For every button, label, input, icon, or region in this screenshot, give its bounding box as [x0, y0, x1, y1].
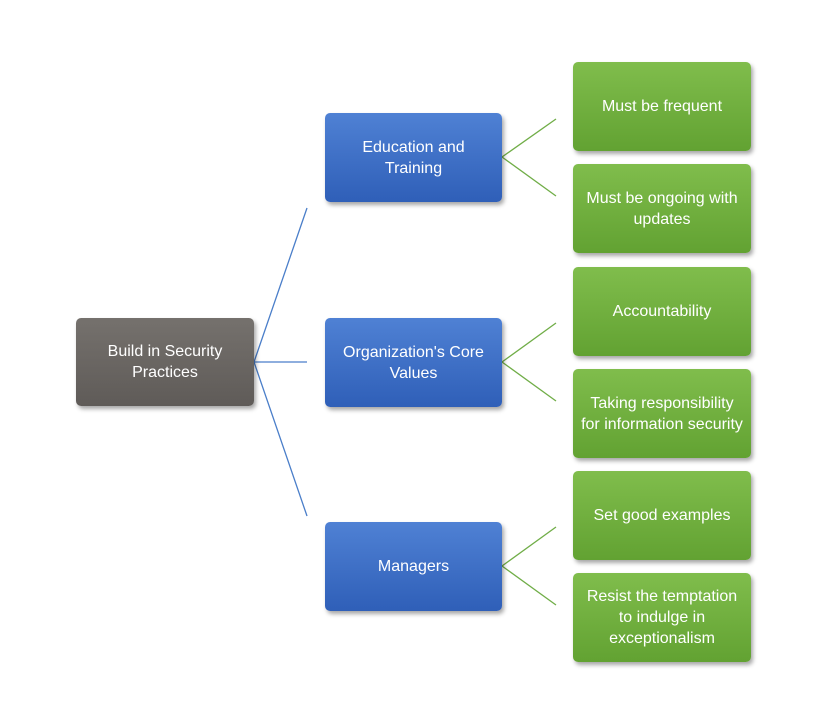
leaf-node-must-be-frequent: Must be frequent — [573, 62, 751, 151]
leaf-node-label: Must be frequent — [601, 98, 723, 115]
connector-root-to-education — [253, 207, 308, 363]
connector-root-to-managers — [253, 361, 308, 517]
branch-node-core-values: Organization's Core Values — [325, 318, 502, 407]
leaf-node-accountability: Accountability — [573, 267, 751, 356]
connector-education-to-frequent — [501, 118, 557, 158]
root-node-label: Build in Security Practices — [107, 343, 223, 381]
branch-node-label: Organization's Core Values — [343, 343, 484, 382]
leaf-node-resist-temptation: Resist the temptation to indulge in exce… — [573, 573, 751, 662]
branch-node-label: Managers — [377, 558, 450, 575]
leaf-node-label: Taking responsibility for information se… — [581, 394, 743, 433]
connector-education-to-ongoing — [501, 156, 557, 197]
leaf-node-set-good-examples: Set good examples — [573, 471, 751, 560]
root-node: Build in Security Practices — [76, 318, 254, 406]
connector-managers-to-resist — [501, 565, 557, 606]
leaf-node-label: Resist the temptation to indulge in exce… — [586, 588, 738, 647]
branch-node-managers: Managers — [325, 522, 502, 611]
branch-node-education-training: Education and Training — [325, 113, 502, 202]
leaf-node-label: Accountability — [612, 303, 712, 320]
connector-core-values-to-accountability — [501, 322, 557, 363]
branch-node-label: Education and Training — [362, 138, 465, 177]
leaf-node-label: Must be ongoing with updates — [586, 189, 738, 228]
connector-managers-to-examples — [501, 526, 557, 567]
leaf-node-label: Set good examples — [593, 507, 731, 524]
connector-core-values-to-responsibility — [501, 361, 557, 402]
leaf-node-ongoing-updates: Must be ongoing with updates — [573, 164, 751, 253]
leaf-node-taking-responsibility: Taking responsibility for information se… — [573, 369, 751, 458]
